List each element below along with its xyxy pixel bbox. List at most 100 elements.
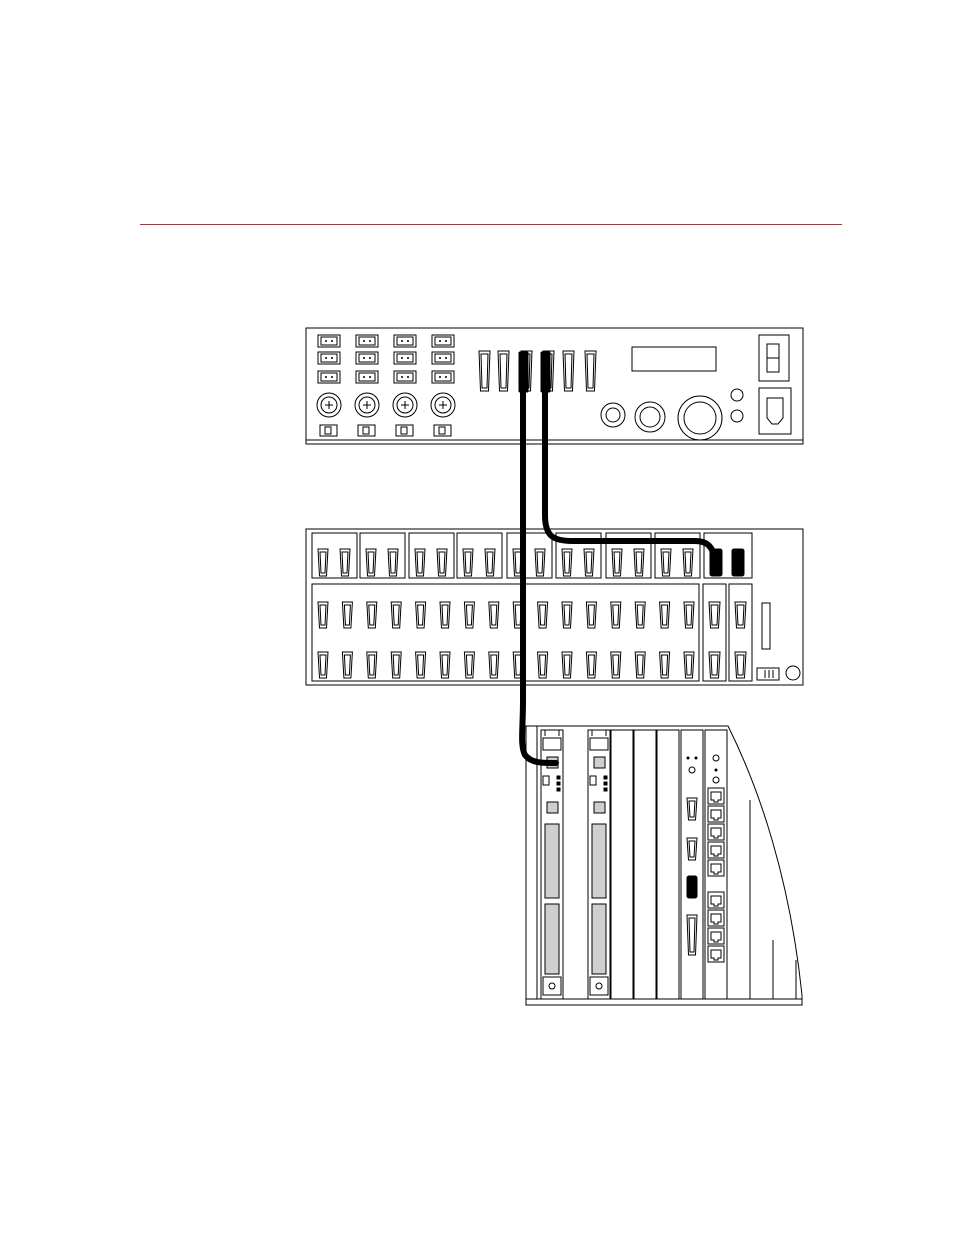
middle-patch-panel-unit — [306, 529, 803, 685]
rj45-port — [708, 892, 724, 908]
circular-connector — [431, 393, 455, 417]
port-module — [703, 584, 726, 681]
port — [485, 549, 495, 576]
port — [709, 602, 720, 628]
port — [585, 351, 596, 391]
port — [464, 602, 474, 628]
port — [635, 602, 645, 628]
circular-connector — [355, 393, 379, 417]
terminal-block — [394, 335, 416, 347]
rj45-port — [708, 788, 724, 804]
blank-card — [657, 730, 679, 999]
port — [367, 602, 377, 628]
port — [634, 549, 644, 576]
bottom-card-chassis-unit — [526, 726, 802, 1005]
slide-switch — [358, 425, 375, 436]
port — [586, 602, 596, 628]
rj45-port — [708, 824, 724, 840]
port — [388, 549, 398, 576]
terminal-block — [356, 352, 378, 364]
port — [479, 351, 490, 391]
terminal-block — [356, 371, 378, 383]
port — [440, 652, 450, 678]
port — [318, 652, 328, 678]
circular-connector — [317, 393, 341, 417]
port — [660, 602, 670, 628]
rj45-port — [708, 860, 724, 876]
terminal-block — [432, 371, 454, 383]
power-switch[interactable] — [759, 335, 789, 381]
port — [437, 549, 447, 576]
port — [498, 351, 509, 391]
terminal-block — [318, 371, 340, 383]
indicator-led — [731, 410, 743, 422]
port — [687, 915, 697, 955]
port-modules-right — [703, 584, 752, 681]
rj45-port — [708, 842, 724, 858]
rj45-port — [708, 806, 724, 822]
port — [342, 652, 352, 678]
blank-card — [634, 730, 656, 999]
indicator-led — [731, 389, 743, 401]
port-array — [312, 584, 699, 681]
port — [416, 602, 426, 628]
terminal-block — [356, 335, 378, 347]
port — [562, 549, 572, 576]
port — [683, 549, 693, 576]
terminal-block — [432, 352, 454, 364]
ethernet-card — [705, 730, 727, 999]
processor-card — [588, 730, 610, 999]
dip-switch[interactable] — [757, 668, 779, 680]
port — [463, 549, 473, 576]
port — [367, 652, 377, 678]
port — [687, 798, 697, 820]
slide-switch — [396, 425, 413, 436]
circular-connector-medium — [635, 402, 665, 432]
port — [586, 652, 596, 678]
port — [635, 652, 645, 678]
port — [735, 602, 746, 628]
circular-connector-large — [678, 396, 722, 440]
rj45-port — [708, 928, 724, 944]
circular-connector-small — [601, 403, 625, 427]
slide-switch — [434, 425, 451, 436]
rj45-port — [708, 946, 724, 962]
port — [660, 652, 670, 678]
port — [709, 652, 720, 678]
port — [366, 549, 376, 576]
port — [612, 549, 622, 576]
interface-card — [681, 730, 703, 999]
terminal-block — [432, 335, 454, 347]
display-window — [632, 347, 716, 371]
terminal-block — [318, 352, 340, 364]
terminal-block — [394, 352, 416, 364]
port — [489, 602, 499, 628]
blank-card — [611, 730, 633, 999]
port — [391, 602, 401, 628]
port — [538, 652, 548, 678]
port — [611, 652, 621, 678]
terminal-block — [394, 371, 416, 383]
power-inlet — [759, 388, 791, 434]
port — [415, 549, 425, 576]
port — [342, 602, 352, 628]
port-module — [729, 584, 752, 681]
port — [687, 838, 697, 860]
plugged-port — [732, 549, 744, 576]
processor-card — [541, 730, 563, 999]
port — [340, 549, 350, 576]
port — [661, 549, 671, 576]
indicator-led — [786, 666, 800, 680]
rj45-port — [708, 910, 724, 926]
port — [440, 602, 450, 628]
circular-connector — [393, 393, 417, 417]
connector-bank — [317, 335, 455, 436]
slot-connector — [762, 603, 770, 649]
port — [535, 549, 545, 576]
port — [563, 351, 574, 391]
port — [684, 652, 694, 678]
port — [684, 602, 694, 628]
db-connector-row — [479, 351, 596, 391]
port — [416, 652, 426, 678]
